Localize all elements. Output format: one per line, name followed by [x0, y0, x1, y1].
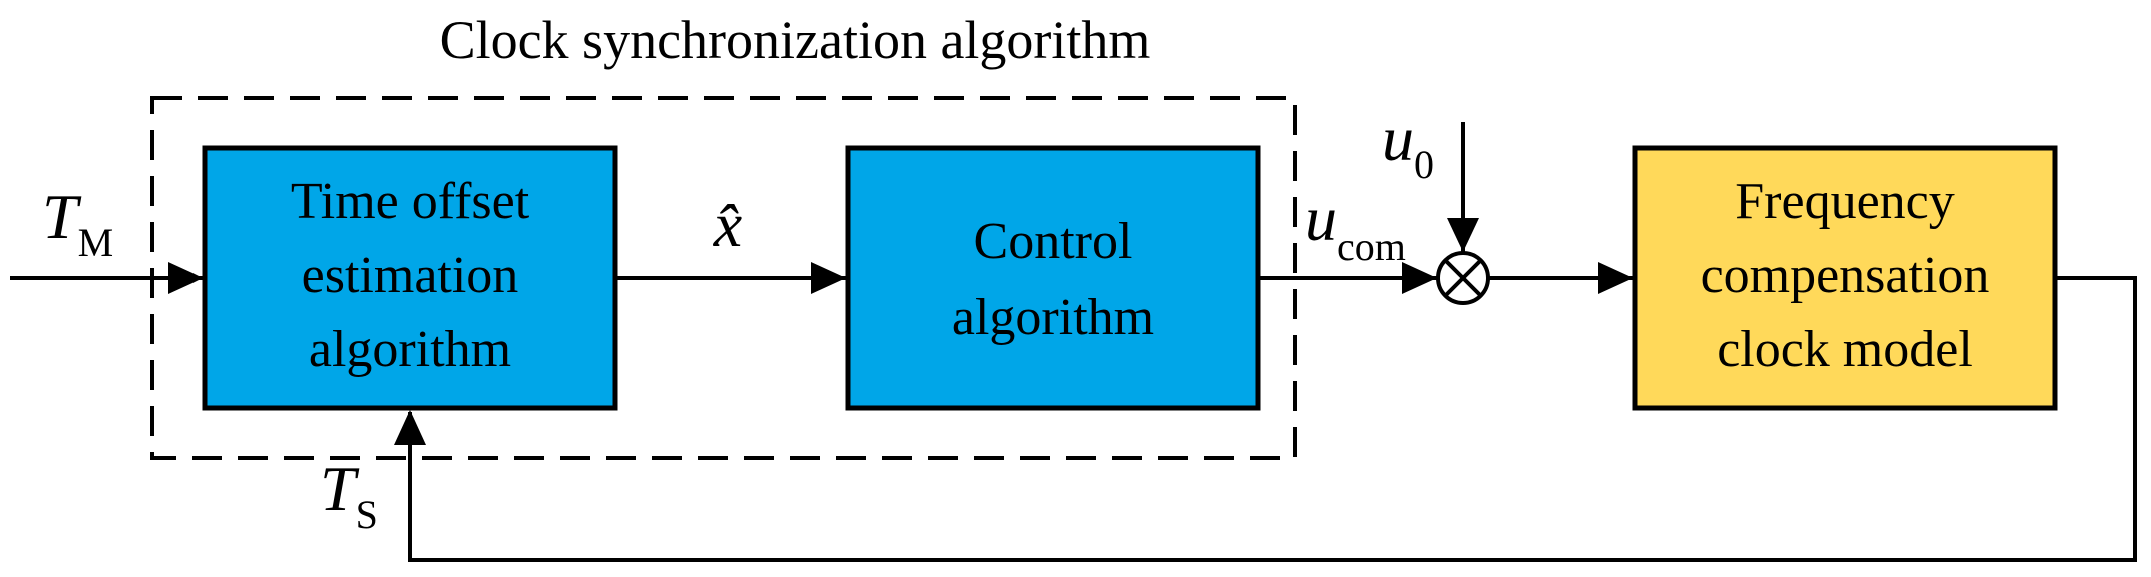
- summing-junction: [1436, 251, 1490, 305]
- time-offset-label-line-2: estimation: [302, 247, 519, 304]
- junction-output-arrowhead: [1598, 262, 1633, 294]
- input-master-label: TM: [42, 181, 113, 265]
- feedback-arrowhead: [394, 410, 426, 445]
- time-offset-estimation-block: Time offset estimation algorithm: [202, 145, 618, 411]
- feedback-loop-line: [408, 276, 2137, 562]
- frequency-label-line-3: clock model: [1717, 321, 1973, 378]
- control-output-arrowhead: [1402, 262, 1437, 294]
- control-algorithm-block: Control algorithm: [845, 145, 1261, 411]
- time-offset-label-line-1: Time offset: [291, 173, 530, 230]
- control-output-label: ucom: [1305, 183, 1406, 269]
- nominal-arrowhead: [1447, 218, 1479, 252]
- control-label-line-1: Control: [974, 213, 1133, 270]
- time-offset-label-line-3: algorithm: [309, 321, 511, 378]
- frequency-label-line-2: compensation: [1701, 247, 1990, 304]
- feedback-slave-label: TS: [320, 453, 378, 537]
- frequency-compensation-block: Frequency compensation clock model: [1632, 145, 2058, 411]
- control-label-line-2: algorithm: [952, 289, 1154, 346]
- nominal-label: u0: [1382, 103, 1434, 187]
- input-arrowhead: [168, 262, 203, 294]
- estimate-label: x̂: [713, 189, 742, 260]
- estimate-arrowhead: [811, 262, 846, 294]
- frequency-label-line-1: Frequency: [1735, 173, 1954, 230]
- group-title: Clock synchronization algorithm: [440, 10, 1151, 70]
